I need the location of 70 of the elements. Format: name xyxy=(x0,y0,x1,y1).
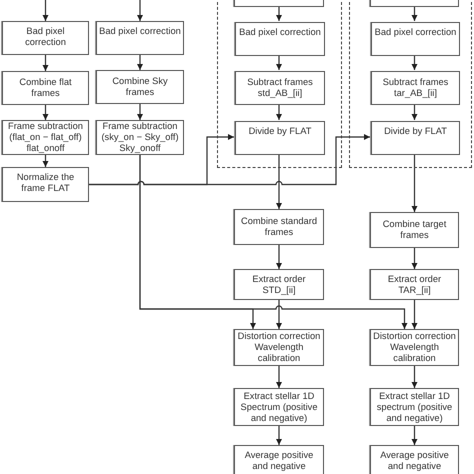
process-box xyxy=(96,21,184,55)
dashed-group-box xyxy=(349,0,472,168)
process-box xyxy=(2,120,89,155)
step-label: Average positive and negative xyxy=(244,450,314,472)
arrow xyxy=(412,104,418,120)
process-box xyxy=(235,71,325,105)
arrow xyxy=(412,248,418,269)
step-label: Subtract frames std_AB_[ii] xyxy=(246,77,314,99)
process-box xyxy=(2,167,89,202)
arrow xyxy=(276,366,282,388)
step-label: Combine target frames xyxy=(382,219,448,241)
process-box xyxy=(371,22,460,56)
process-box xyxy=(235,22,325,56)
arrow xyxy=(89,134,370,186)
process-box xyxy=(235,121,325,155)
process-box xyxy=(234,445,324,474)
step-label: Frame subtraction (sky_on − Sky_off) Sky_onoff xyxy=(100,121,180,154)
step-label: Combine Sky frames xyxy=(111,76,169,98)
arrow xyxy=(412,300,418,329)
arrow xyxy=(276,300,282,329)
process-box xyxy=(96,70,184,104)
step-label: Average positive and negative xyxy=(379,450,450,472)
step-label: Divide by FLAT xyxy=(248,126,312,137)
arrow xyxy=(137,104,143,120)
step-label: Extract order STD_[ii] xyxy=(251,274,307,296)
arrow xyxy=(42,55,48,71)
step-label: Subtract frames tar_AB_[ii] xyxy=(382,77,450,99)
arrow xyxy=(42,0,48,21)
arrow xyxy=(42,155,48,167)
step-label: Distortion correction Wavelength calibration xyxy=(236,331,322,364)
arrow xyxy=(412,154,418,212)
process-box xyxy=(2,71,89,105)
arrow xyxy=(412,7,418,21)
arrow xyxy=(276,104,282,120)
step-label: Extract stellar 1D Spectrum (positive and negative) xyxy=(240,390,318,424)
step-label: Normalize the frame FLAT xyxy=(16,172,76,194)
arrow xyxy=(137,0,143,21)
process-box xyxy=(370,269,459,300)
arrow xyxy=(42,105,48,120)
process-box xyxy=(370,212,459,248)
step-label: Bad pixel correction xyxy=(24,26,67,48)
process-box xyxy=(370,445,459,474)
arrow xyxy=(276,7,282,21)
process-box xyxy=(234,269,324,300)
arrow xyxy=(139,155,408,329)
step-label: Distortion correction Wavelength calibration xyxy=(372,331,457,364)
process-box xyxy=(2,21,89,55)
dashed-group-box xyxy=(217,0,342,168)
step-label: Bad pixel correction xyxy=(238,27,322,38)
step-label: Bad pixel correction xyxy=(98,26,182,37)
process-box xyxy=(234,209,324,245)
process-box xyxy=(234,388,324,426)
step-label: Bad pixel correction xyxy=(374,27,458,38)
process-box xyxy=(371,121,460,155)
arrow xyxy=(137,55,143,70)
arrow xyxy=(412,55,418,70)
step-label: Combine standard frames xyxy=(240,216,318,238)
step-label: Divide by FLAT xyxy=(383,126,448,137)
step-label: Extract order TAR_[ii] xyxy=(386,274,442,296)
arrow xyxy=(412,366,418,388)
arrow xyxy=(276,154,282,209)
arrow xyxy=(276,426,282,445)
step-label: Extract stellar 1D spectrum (positive and negative) xyxy=(376,390,454,424)
process-box xyxy=(370,388,459,426)
arrow xyxy=(412,426,418,445)
step-label: Frame subtraction (flat_on − flat_off) flat_onoff xyxy=(7,121,84,154)
step-label: Combine flat frames xyxy=(18,77,73,99)
process-box xyxy=(371,71,460,105)
arrow xyxy=(276,245,282,269)
arrow xyxy=(276,55,282,70)
